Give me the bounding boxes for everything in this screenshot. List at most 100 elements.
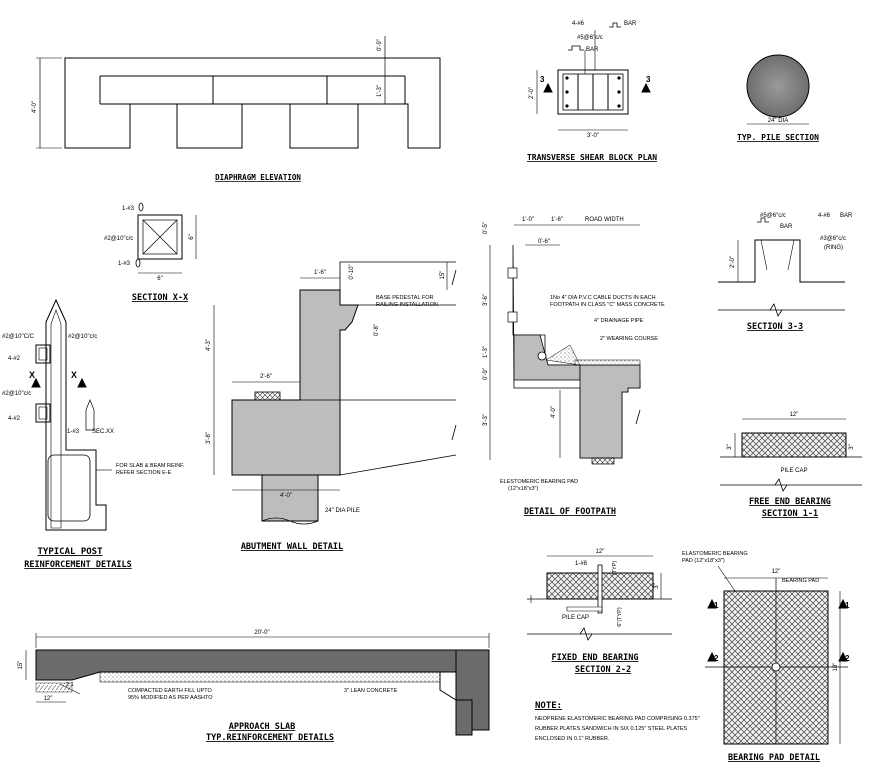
note-line-1: NEOPRENE ELASTOMERIC BEARING PAD COMPRIS… [535, 716, 700, 722]
bearing-pad-sec-2-right: 2 [845, 654, 850, 663]
post-sec-x-right: X [71, 370, 77, 380]
abutment-wall [213, 261, 457, 525]
bearing-pad-dim-w: 12" [772, 569, 781, 575]
shear-block-rebar-dots [565, 76, 621, 108]
bearing-pad-detail [705, 565, 848, 745]
abutment-note-1: BASE PEDESTAL FOR [376, 295, 433, 301]
post-tie-1: #2@10"C/C [2, 334, 35, 340]
section-33-dim-h: 2'-0" [730, 256, 736, 268]
abutment-note-2: RAILING INSTALLATION [376, 302, 438, 308]
fixed-end-bearing [527, 555, 672, 641]
bearing-pad-sec-1-right: 1 [845, 601, 850, 610]
footpath-dim-v3: 1'-3" [483, 346, 489, 358]
diaphragm-mid-dim: 1'-3" [377, 85, 383, 97]
approach-slab-note-fill-2: 95% MODIFIED AS PER AASHTO [128, 695, 213, 701]
free-end-title-2: SECTION 1-1 [762, 509, 818, 519]
section-xx-tie: #2@10"c/c [104, 236, 133, 242]
fixed-end-bar: 1-#8 [575, 561, 588, 567]
post-sec-ref: 1-#3 [67, 429, 80, 435]
shear-block-width: 3'-0" [587, 133, 599, 139]
footpath-dim-v5: 3'-3" [483, 414, 489, 426]
footpath-note-duct-2: FOOTPATH IN CLASS "C" MASS CONCRETE [550, 302, 665, 308]
free-end-title-1: FREE END BEARING [749, 497, 831, 507]
abutment-dim-base: 4'-0" [280, 493, 292, 499]
note-line-3: ENCLOSED IN 0.1" RUBBER. [535, 736, 610, 742]
bearing-pad-dim-h: 18" [833, 663, 839, 672]
approach-slab-dim-th: 15" [18, 661, 24, 670]
bearing-pad-sec-1-left: 1 [714, 601, 719, 610]
post-tie-3: #2@10"c/c [2, 391, 31, 397]
shear-block-bar-top: 4-#6 [572, 21, 585, 27]
diaphragm-elevation [36, 36, 441, 149]
abutment-pile-label: 24" DIA PILE [325, 508, 360, 514]
abutment-dim-right-2: 15" [440, 271, 446, 280]
abutment-dim-ped: 0'-8" [374, 324, 380, 336]
post-bar-1: 4-#2 [8, 356, 21, 362]
free-end-dim-h2: 3" [849, 444, 855, 449]
shear-block-sec-right: 3 [646, 75, 651, 84]
footpath-dim-1: 1'-0" [522, 217, 534, 223]
fixed-end-dim-emb: 6"(TYP) [617, 607, 623, 627]
abutment-title: ABUTMENT WALL DETAIL [241, 542, 343, 552]
approach-slab-slope: 2:1 [66, 682, 74, 688]
shear-block-bar-2: BAR [586, 47, 599, 53]
abutment-dim-seat: 2'-6" [260, 374, 272, 380]
section-xx-dim-side: 6" [189, 234, 195, 239]
bearing-pad-label-2: PAD (12"x18"x3") [682, 558, 725, 564]
pile-dia-label: 24" DIA [768, 118, 788, 124]
approach-slab-note-fill-1: COMPACTED EARTH FILL UPTO [128, 688, 213, 694]
diaphragm-top-dim: 0'-9" [377, 39, 383, 51]
section-xx-dim-bot: 6" [157, 276, 162, 282]
post-title-2: REINFORCEMENT DETAILS [24, 560, 131, 570]
footpath-note-pad-2: (12"x18"x3") [508, 486, 538, 492]
shear-block-sec-left: 3 [540, 75, 545, 84]
footpath-note-drain: 4" DRAINAGE PIPE [594, 318, 644, 324]
section-xx-title: SECTION X-X [132, 293, 188, 303]
typical-post [31, 298, 112, 531]
approach-slab [25, 633, 490, 736]
footpath-detail [489, 224, 641, 465]
bearing-pad-label-1: ELASTOMERIC BEARING [682, 551, 748, 557]
footpath-dim-2: 1'-6" [551, 217, 563, 223]
section-33-bar: 4-#6 [818, 213, 831, 219]
section-33-title: SECTION 3-3 [747, 322, 803, 332]
bearing-pad-sec-2-left: 2 [714, 654, 719, 663]
footpath-title: DETAIL OF FOOTPATH [524, 507, 616, 517]
bearing-pad-label-3: BEARING PAD [782, 578, 819, 584]
shear-block-bar-top-suffix: BAR [624, 21, 637, 27]
shear-block-height: 2'-0" [529, 87, 535, 99]
abutment-dim-left-1: 4'-3" [206, 339, 212, 351]
footpath-dim-v6: 4'-0" [551, 406, 557, 418]
footpath-note-pad-1: ELESTOMERIC BEARING PAD [500, 479, 578, 485]
diaphragm-title: DIAPHRAGM ELEVATION [215, 173, 301, 182]
approach-slab-title-1: APPROACH SLAB [229, 722, 296, 732]
approach-slab-note-lean: 3" LEAN CONCRETE [344, 688, 398, 694]
bearing-pad-title: BEARING PAD DETAIL [728, 753, 820, 763]
fixed-end-title-1: FIXED END BEARING [552, 653, 639, 663]
fixed-end-title-2: SECTION 2-2 [575, 665, 631, 675]
post-title-1: TYPICAL POST [37, 547, 103, 557]
footpath-dim-3: 0'-6" [538, 239, 550, 245]
footpath-dim-v1: 0'-5" [483, 222, 489, 234]
abutment-dim-top: 1'-6" [314, 270, 326, 276]
note-heading: NOTE: [535, 701, 562, 711]
post-note-2: REFER SECTION E-E [116, 470, 172, 476]
section-33-bar-suffix: BAR [840, 213, 853, 219]
free-end-dim-h: 3" [727, 444, 733, 449]
section-33-stirrup: #5@6"c/c [760, 213, 786, 219]
post-note-1: FOR SLAB & BEAM REINF. [116, 463, 185, 469]
post-sec-x-left: X [29, 370, 35, 380]
post-tie-2: #2@10"c/c [68, 334, 97, 340]
section-xx-bar-bot: 1-#3 [118, 261, 131, 267]
diaphragm-height-dim: 4'-0" [32, 101, 38, 113]
shear-block-plan [536, 22, 651, 131]
pile-section-title: TYP. PILE SECTION [737, 133, 819, 142]
free-end-label: PILE CAP [780, 468, 807, 474]
footpath-road-width: ROAD WIDTH [585, 217, 624, 223]
pile-section-circle [746, 54, 810, 118]
section-xx-bar-top: 1-#3 [122, 206, 135, 212]
free-end-dim-w: 12" [790, 412, 799, 418]
free-end-bearing [720, 418, 862, 492]
